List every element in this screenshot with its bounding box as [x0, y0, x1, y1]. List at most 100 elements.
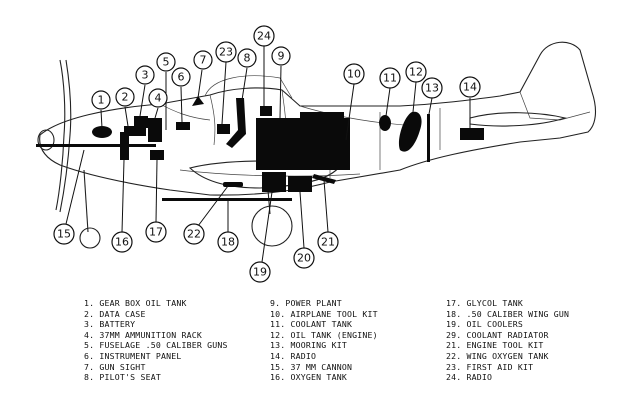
legend-label: RADIO — [290, 350, 317, 361]
leader-lines — [65, 46, 471, 263]
callout-9: 9 — [271, 46, 291, 66]
legend-item: 7. GUN SIGHT — [84, 362, 228, 373]
legend-label: PILOT'S SEAT — [99, 372, 161, 383]
callout-number: 13 — [425, 82, 439, 95]
legend-item: 4. 37MM AMMUNITION RACK — [84, 330, 228, 341]
legend-item: 23. FIRST AID KIT — [446, 362, 569, 373]
components — [36, 96, 484, 201]
gear-box-oil-tank — [92, 126, 112, 138]
engine-block — [300, 112, 344, 122]
legend-number: 5. — [84, 340, 95, 351]
callout-number: 5 — [163, 56, 170, 69]
legend-number: 19. — [446, 319, 462, 330]
legend-label: OIL COOLERS — [466, 319, 523, 330]
legend-number: 29. — [446, 329, 462, 340]
legend-label: 37 MM CANNON — [290, 361, 353, 372]
legend-label: ENGINE TOOL KIT — [466, 340, 544, 351]
legend-number: 7. — [84, 361, 95, 372]
callout-13: 13 — [421, 77, 443, 99]
callout-number: 19 — [253, 266, 267, 279]
callout-number: 15 — [57, 228, 71, 241]
legend-item: 11. COOLANT TANK — [270, 319, 378, 330]
legend-item: 3. BATTERY — [84, 319, 228, 330]
engine-tool-kit — [312, 174, 336, 184]
legend-item: 13. MOORING KIT — [270, 340, 378, 351]
callout-number: 21 — [321, 236, 335, 249]
callout-number: 20 — [297, 252, 311, 265]
callout-21: 21 — [317, 231, 339, 253]
callout-number: 2 — [122, 91, 129, 104]
callout-number: 24 — [257, 30, 271, 43]
data-case — [124, 126, 146, 136]
callout-number: 23 — [219, 46, 233, 59]
coolant-tank — [379, 115, 391, 131]
legend-item: 9. POWER PLANT — [270, 298, 378, 309]
legend-item: 15. 37 MM CANNON — [270, 362, 378, 373]
callout-16: 16 — [111, 231, 133, 253]
legend-number: 15. — [270, 361, 286, 372]
coolant-radiator — [288, 176, 312, 192]
fuselage-outline — [37, 41, 597, 249]
callout-number: 17 — [149, 226, 163, 239]
glycol-tank — [150, 150, 164, 160]
legend-number: 2. — [84, 308, 95, 319]
callout-number: 7 — [200, 54, 207, 67]
legend-number: 1. — [84, 298, 95, 308]
legend-number: 13. — [270, 340, 286, 351]
wing-gun — [162, 198, 292, 201]
callout-number: 18 — [221, 236, 235, 249]
legend-label: DATA CASE — [99, 308, 146, 319]
legend-number: 6. — [84, 350, 95, 361]
legend-label: GLYCOL TANK — [466, 298, 523, 308]
legend-item: 14. RADIO — [270, 351, 378, 362]
callout-2: 2 — [115, 87, 135, 107]
legend-number: 12. — [270, 329, 286, 340]
legend-label: OIL TANK (ENGINE) — [290, 329, 378, 340]
callouts: 1 2 3 4 5 6 7 8 9 10 11 12 13 14 15 16 1… — [53, 25, 481, 283]
instrument-panel — [176, 122, 190, 130]
legend-number: 3. — [84, 319, 95, 330]
callout-23: 23 — [215, 41, 237, 63]
callout-number: 1 — [98, 94, 105, 107]
legend-number: 22. — [446, 350, 462, 361]
legend-item: 12. OIL TANK (ENGINE) — [270, 330, 378, 341]
legend-number: 4. — [84, 329, 95, 340]
callout-24: 24 — [253, 25, 275, 47]
callout-17: 17 — [145, 221, 167, 243]
callout-number: 9 — [278, 50, 285, 63]
legend-number: 23. — [446, 361, 462, 372]
legend-number: 14. — [270, 350, 286, 361]
mooring-kit — [427, 114, 430, 162]
legend-label: MOORING KIT — [290, 340, 347, 351]
legend-label: COOLANT TANK — [290, 319, 353, 330]
legend-item: 8. PILOT'S SEAT — [84, 372, 228, 383]
legend-item: 21. ENGINE TOOL KIT — [446, 340, 569, 351]
legend-item: 18. .50 CALIBER WING GUN — [446, 309, 569, 320]
callout-10: 10 — [343, 63, 365, 85]
callout-number: 8 — [244, 52, 251, 65]
radio-rear — [460, 128, 484, 140]
legend-item: 19. OIL COOLERS — [446, 319, 569, 330]
legend-number: 8. — [84, 372, 95, 383]
legend-column-1: 1. GEAR BOX OIL TANK 2. DATA CASE 3. BAT… — [84, 298, 228, 383]
legend-item: 24. RADIO — [446, 372, 569, 383]
legend-item: 29. COOLANT RADIATOR — [446, 330, 569, 341]
legend-item: 6. INSTRUMENT PANEL — [84, 351, 228, 362]
callout-22: 22 — [183, 223, 205, 245]
oil-coolers — [262, 172, 286, 192]
legend-label: GEAR BOX OIL TANK — [99, 298, 187, 308]
callout-1: 1 — [91, 90, 111, 110]
legend-number: 18. — [446, 308, 462, 319]
callout-14: 14 — [459, 76, 481, 98]
callout-8: 8 — [237, 48, 257, 68]
callout-7: 7 — [193, 50, 213, 70]
legend-column-2: 9. POWER PLANT 10. AIRPLANE TOOL KIT 11.… — [270, 298, 378, 383]
callout-3: 3 — [135, 65, 155, 85]
pilots-seat — [226, 98, 246, 148]
legend-label: FUSELAGE .50 CALIBER GUNS — [99, 340, 228, 351]
legend-label: COOLANT RADIATOR — [466, 329, 549, 340]
legend-number: 10. — [270, 308, 286, 319]
legend-item: 22. WING OXYGEN TANK — [446, 351, 569, 362]
callout-number: 3 — [142, 69, 149, 82]
